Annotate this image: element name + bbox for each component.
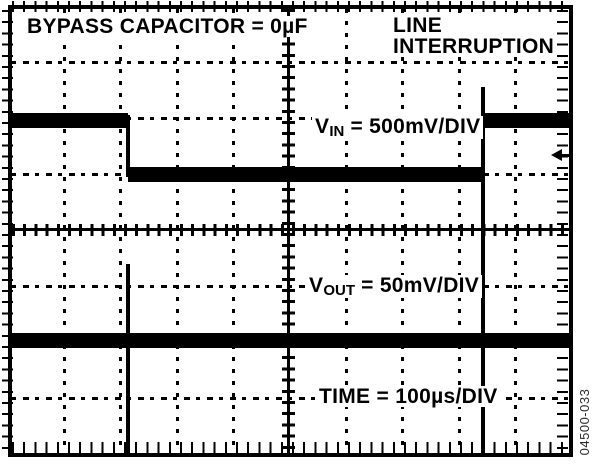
left-border-ticks — [2, 10, 13, 450]
vin-trace-low — [128, 167, 483, 182]
vout-trace — [10, 333, 571, 348]
top-border-ticks — [12, 1, 569, 12]
line-interruption-line1: LINE — [393, 14, 443, 37]
vout-scale-label: VOUT = 50mV/DIV — [306, 274, 483, 299]
vout-scale-text: = 50mV/DIV — [354, 274, 480, 297]
horizontal-center-axis — [12, 228, 569, 231]
vin-falling-edge — [126, 115, 130, 177]
vin-trace-high-before — [10, 113, 128, 128]
vin-symbol: V — [315, 115, 330, 138]
line-interruption-line2: INTERRUPTION — [393, 35, 555, 58]
vin-restore-spike — [481, 87, 485, 454]
vout-symbol: V — [309, 274, 324, 297]
time-scale-label: TIME = 100µs/DIV — [316, 386, 501, 407]
vin-scale-label: VIN = 500mV/DIV — [312, 115, 484, 140]
vin-trace-high-after — [483, 113, 571, 128]
vout-glitch-spike — [126, 264, 130, 454]
bypass-capacitor-label: BYPASS CAPACITOR = 0µF — [24, 16, 311, 37]
vin-scale-text: = 500mV/DIV — [344, 115, 481, 138]
left-arrow-marker-icon — [551, 149, 562, 161]
figure-number: 04500-033 — [577, 388, 592, 456]
vout-subscript: OUT — [323, 282, 355, 299]
vin-subscript: IN — [329, 123, 345, 140]
vertical-center-axis — [287, 9, 290, 453]
left-arrow-marker-tail — [560, 154, 571, 157]
line-interruption-label: LINE INTERRUPTION — [390, 14, 558, 58]
